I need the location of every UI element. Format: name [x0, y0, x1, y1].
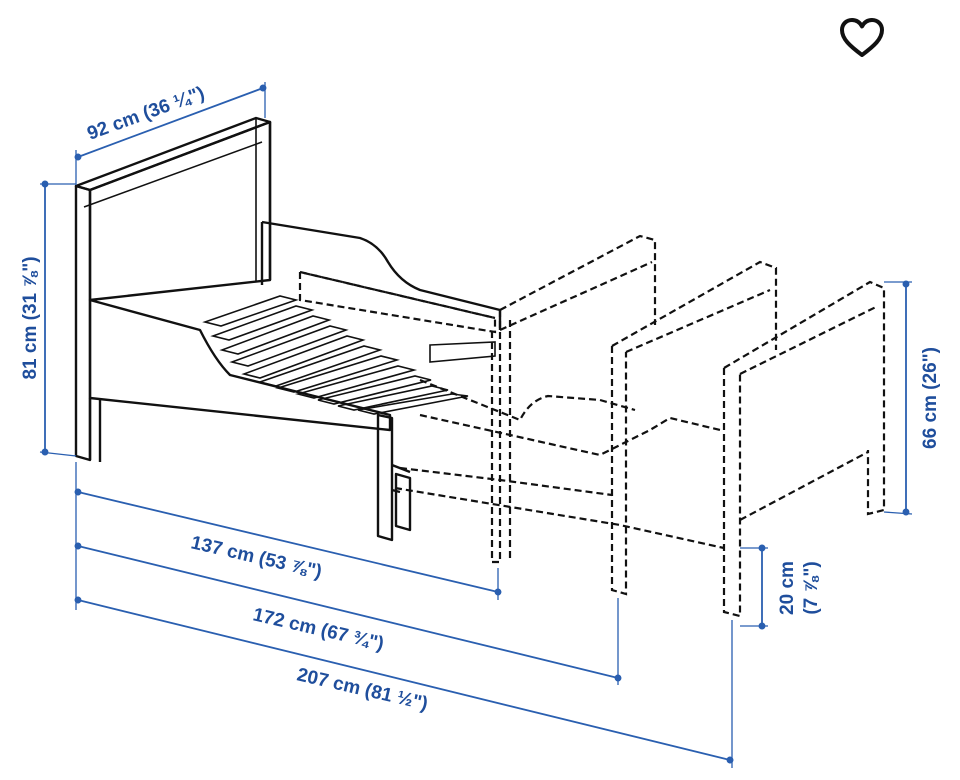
heart-outline-icon — [840, 18, 884, 57]
favorite-button[interactable] — [836, 14, 888, 62]
width-label: 92 cm (36 ¼") — [85, 83, 208, 145]
length-min-label: 137 cm (53 ⅞") — [189, 532, 324, 583]
length-max-label: 207 cm (81 ½") — [295, 664, 430, 715]
headboard-height-label: 81 cm (31 ⅞") — [20, 256, 41, 379]
dimension-lines — [39, 82, 913, 768]
leg-height-cm-label: 20 cm — [777, 561, 798, 615]
bed-frame-drawing — [74, 116, 502, 542]
slats — [202, 295, 496, 415]
footboard-height-label: 66 cm (26") — [920, 347, 941, 449]
extension-sections — [298, 234, 886, 618]
leg-height-in-label: (7 ⅞") — [801, 561, 822, 614]
